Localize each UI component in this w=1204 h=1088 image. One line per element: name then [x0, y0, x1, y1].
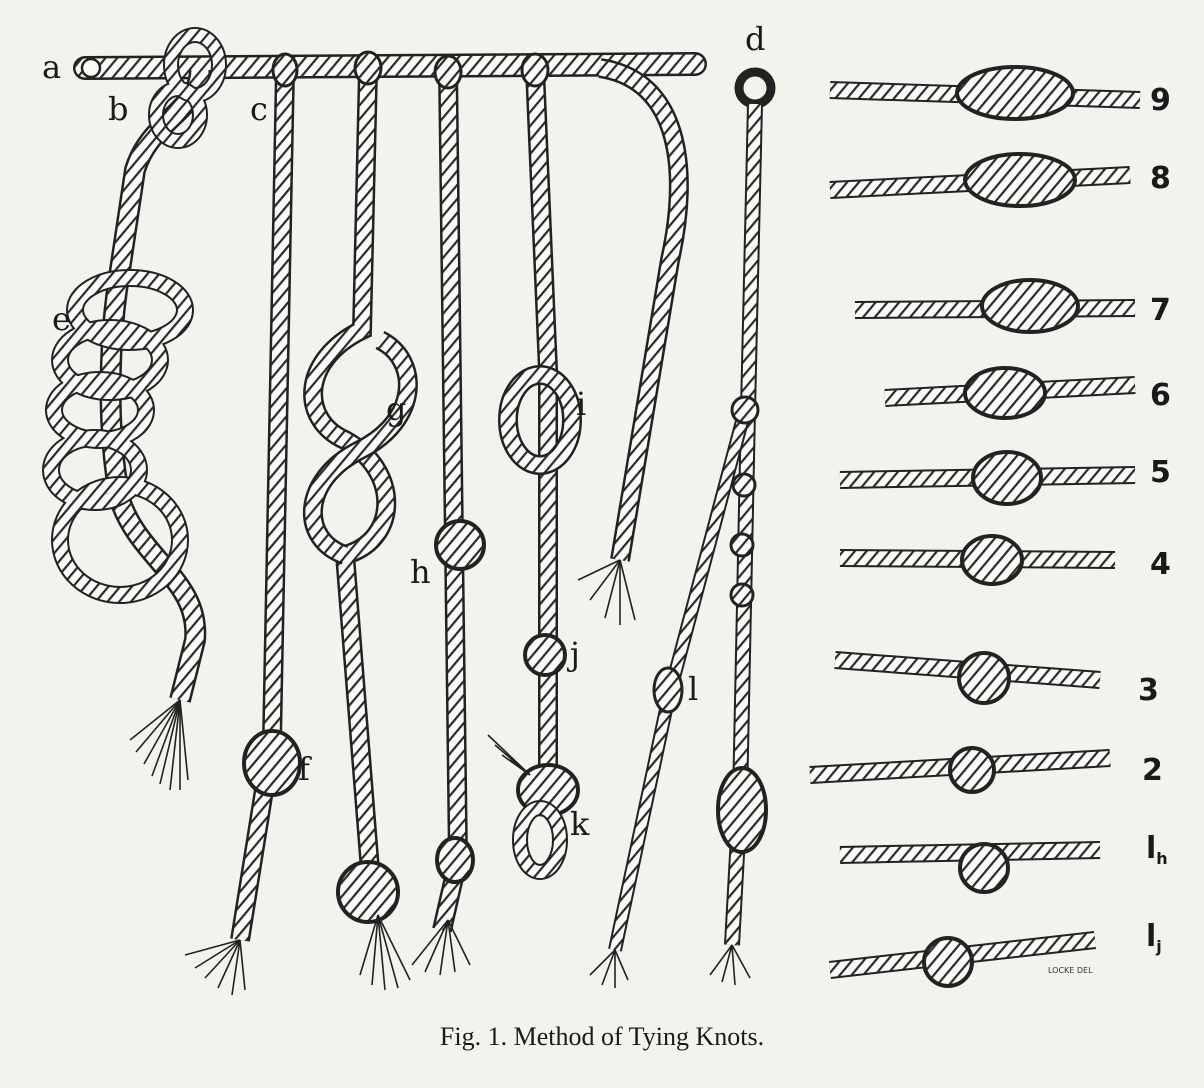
label-9: 9	[1150, 83, 1171, 118]
label-a: a	[42, 48, 61, 86]
label-h: h	[410, 553, 431, 591]
label-g: g	[386, 390, 406, 428]
label-8: 8	[1150, 161, 1171, 196]
label-2: 2	[1142, 753, 1163, 788]
knot-h	[436, 521, 484, 569]
sample-6	[885, 368, 1135, 418]
label-f: f	[298, 750, 312, 788]
label-i: i	[576, 385, 586, 423]
sample-lh	[840, 844, 1100, 892]
label-d: d	[745, 20, 765, 58]
knot-g-end	[338, 862, 398, 922]
rope-g	[313, 52, 410, 990]
rope-i-j-k	[488, 54, 578, 872]
rope-long-end	[578, 68, 679, 625]
label-b: b	[108, 90, 128, 128]
label-k: k	[570, 805, 590, 843]
artist-signature: LOCKE DEL	[1048, 966, 1093, 975]
label-lj: lj	[1146, 919, 1162, 956]
label-lh: lh	[1146, 831, 1168, 868]
label-5: 5	[1150, 455, 1171, 490]
label-4: 4	[1150, 547, 1171, 582]
knot-f	[244, 731, 300, 795]
figure-caption: Fig. 1. Method of Tying Knots.	[0, 1022, 1204, 1052]
label-j: j	[566, 635, 580, 673]
sample-3	[835, 653, 1100, 703]
label-3: 3	[1138, 673, 1159, 708]
knot-samples	[810, 67, 1140, 986]
sample-lj	[830, 938, 1095, 986]
sample-8	[830, 154, 1130, 206]
sample-7	[855, 280, 1135, 332]
label-7: 7	[1150, 293, 1171, 328]
knot-j	[525, 635, 565, 675]
knot-l	[654, 668, 682, 712]
eye-d	[739, 72, 771, 104]
frayed-end-f	[185, 940, 245, 995]
rope-c-f	[185, 54, 300, 995]
rope-h	[412, 56, 484, 975]
frayed-end-e	[130, 700, 188, 790]
label-c: c	[250, 90, 268, 128]
label-6: 6	[1150, 378, 1171, 413]
sample-4	[840, 536, 1115, 584]
sample-5	[840, 452, 1135, 504]
sample-9	[830, 67, 1140, 119]
label-e: e	[52, 300, 71, 338]
rope-b-e	[51, 35, 219, 790]
sample-2	[810, 748, 1110, 792]
label-l: l	[688, 670, 698, 708]
